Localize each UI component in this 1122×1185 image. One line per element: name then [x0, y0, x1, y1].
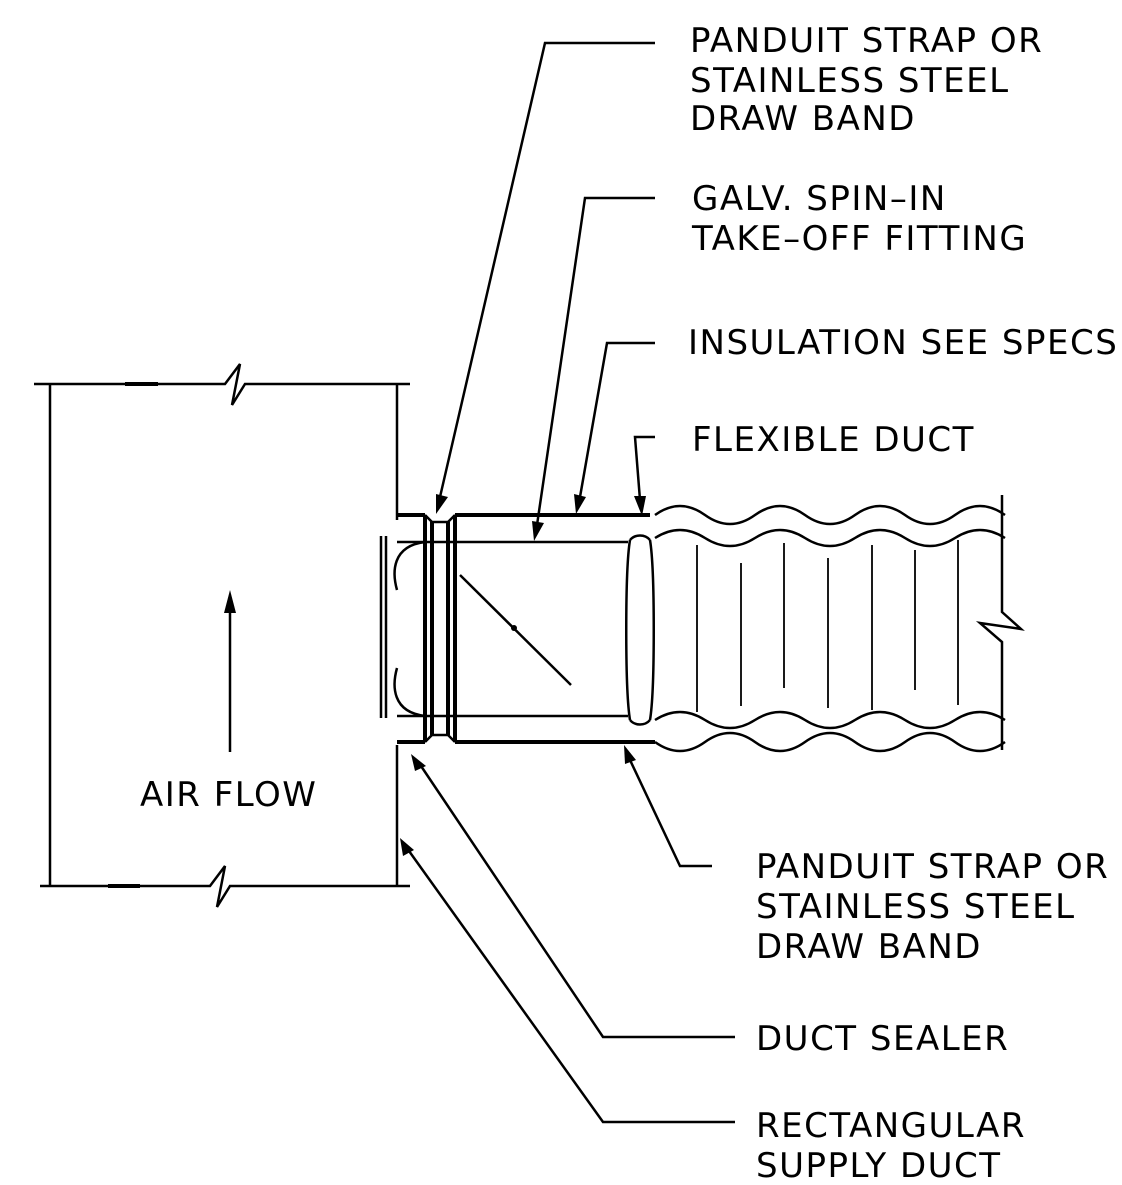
- svg-text:GALV. SPIN–IN: GALV. SPIN–IN: [692, 179, 947, 219]
- leader-flexible-duct: [633, 435, 655, 516]
- svg-text:PANDUIT STRAP OR: PANDUIT STRAP OR: [690, 21, 1043, 61]
- svg-text:SUPPLY DUCT: SUPPLY DUCT: [756, 1146, 1002, 1185]
- svg-text:INSULATION SEE SPECS.: INSULATION SEE SPECS.: [688, 323, 1122, 363]
- break-symbol-right: [975, 495, 1025, 750]
- svg-text:DUCT SEALER: DUCT SEALER: [756, 1019, 1009, 1059]
- break-symbol-top: [34, 363, 410, 406]
- svg-text:TAKE–OFF FITTING: TAKE–OFF FITTING: [691, 219, 1027, 259]
- label-duct-sealer: DUCT SEALER: [756, 1019, 1009, 1059]
- break-symbol-bottom: [40, 865, 410, 908]
- svg-text:PANDUIT STRAP OR: PANDUIT STRAP OR: [756, 847, 1109, 887]
- leader-rect-duct: [400, 838, 735, 1124]
- label-panduit-bottom: PANDUIT STRAP OR STAINLESS STEEL DRAW BA…: [756, 847, 1109, 967]
- rectangular-supply-duct: [34, 363, 410, 908]
- damper-pivot: [511, 625, 517, 631]
- svg-text:DRAW BAND: DRAW BAND: [756, 927, 982, 967]
- leader-spin-in: [532, 196, 655, 541]
- label-rect-duct: RECTANGULAR SUPPLY DUCT: [756, 1106, 1026, 1185]
- svg-text:FLEXIBLE DUCT: FLEXIBLE DUCT: [692, 420, 975, 460]
- label-spin-in: GALV. SPIN–IN TAKE–OFF FITTING: [691, 179, 1027, 259]
- leader-panduit-bottom: [624, 745, 712, 868]
- svg-text:DRAW BAND: DRAW BAND: [690, 99, 916, 139]
- flexible-duct: [654, 495, 1025, 753]
- air-flow-arrow: [224, 590, 236, 752]
- svg-text:STAINLESS STEEL: STAINLESS STEEL: [690, 61, 1010, 101]
- label-insulation: INSULATION SEE SPECS.: [688, 323, 1122, 363]
- svg-text:STAINLESS STEEL: STAINLESS STEEL: [756, 887, 1076, 927]
- spin-in-fitting: [379, 513, 655, 744]
- leader-panduit-top: [436, 41, 655, 514]
- label-flexible-duct: FLEXIBLE DUCT: [692, 420, 975, 460]
- leader-duct-sealer: [411, 754, 735, 1039]
- label-air-flow: AIR FLOW: [140, 775, 317, 815]
- svg-text:AIR FLOW: AIR FLOW: [140, 775, 317, 815]
- svg-text:RECTANGULAR: RECTANGULAR: [756, 1106, 1026, 1146]
- label-panduit-top: PANDUIT STRAP OR STAINLESS STEEL DRAW BA…: [690, 21, 1043, 139]
- leader-insulation: [574, 341, 655, 514]
